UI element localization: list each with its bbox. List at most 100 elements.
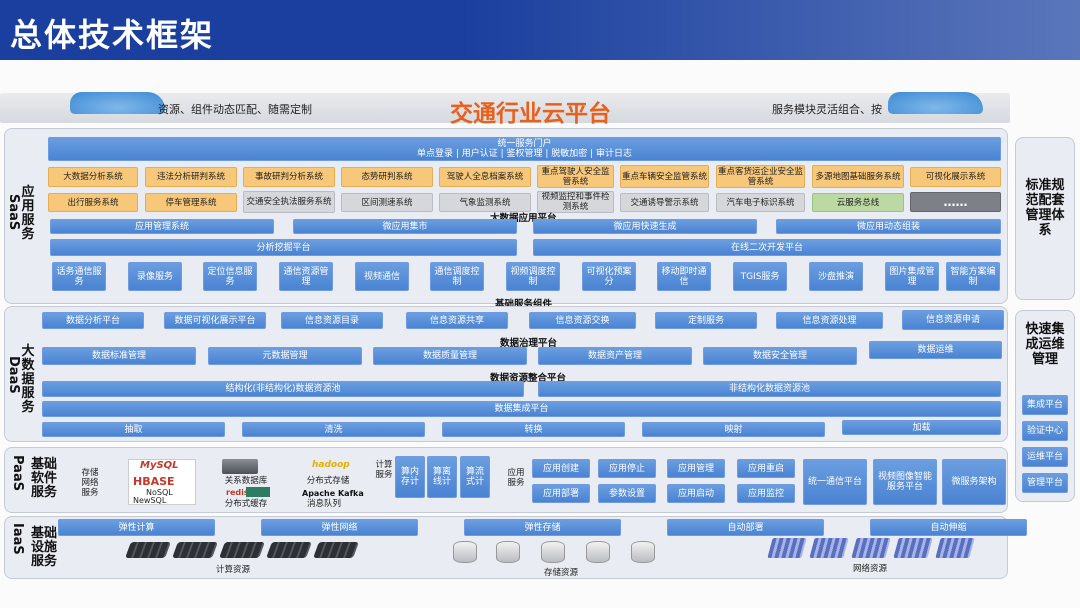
compute-engine: 算流式计 [460, 456, 490, 498]
newsql-logo: NewSQL [133, 496, 167, 505]
app-system: 云服务总线 [812, 193, 904, 212]
data-integration-platform: 数据集成平台 [42, 401, 1001, 417]
app-service-action: 应用监控 [737, 484, 795, 503]
base-service: 通信调度控制 [430, 262, 484, 291]
standards-title: 标准规范配套管理体系 [1025, 178, 1065, 238]
daas-layer-code: DaaS [6, 356, 21, 394]
app-system: 气象监测系统 [439, 193, 531, 212]
nosql-logo: NoSQL [146, 488, 173, 497]
portal-features: 单点登录 | 用户认证 | 鉴权管理 | 脱敏加密 | 审计日志 [416, 149, 633, 159]
app-system: 大数据分析系统 [48, 167, 138, 187]
ops-item: 运维平台 [1022, 447, 1068, 467]
data-service-module: 信息资源目录 [281, 312, 383, 329]
compute-service-label: 计算服务 [375, 460, 393, 480]
data-service-module: 数据分析平台 [42, 312, 144, 329]
integration-heading: 数据资源整合平台 [490, 373, 567, 384]
app-system: 交通安全执法服务系统 [243, 191, 335, 213]
page-title: 总体技术框架 [10, 16, 215, 54]
cloud-icon [70, 92, 165, 114]
kafka-logo: Apache Kafka [302, 489, 364, 498]
analysis-platform: 分析挖掘平台 [50, 239, 517, 256]
app-system: 区间测速系统 [341, 193, 433, 212]
banner-title: 交通行业云平台 [450, 101, 611, 127]
network-switch-icon [851, 538, 891, 558]
saas-layer-label: 应用服务 [21, 185, 35, 242]
bigdata-platform-heading: 大数据应用平台 [490, 213, 557, 224]
data-service-module: 信息资源交换 [529, 312, 636, 329]
governance-module: 数据标准管理 [42, 347, 196, 365]
platform-module: 应用管理系统 [50, 219, 274, 234]
data-service-module: 信息资源申请 [902, 310, 1004, 330]
network-resource-label: 网络资源 [852, 564, 887, 574]
portal-title: 统一服务门户 [497, 139, 552, 149]
storage-disk-icon [586, 541, 610, 563]
governance-module: 数据运维 [869, 341, 1002, 359]
banner-right-text: 服务模块灵活组合、按 [772, 103, 882, 116]
infra-capability: 弹性存储 [464, 519, 621, 536]
compute-engine: 算离线计 [427, 456, 457, 498]
etl-step: 清洗 [242, 422, 425, 437]
storage-disk-icon [541, 541, 565, 563]
dist-storage-label: 分布式存储 [306, 476, 350, 486]
ops-item: 验证中心 [1022, 421, 1068, 441]
etl-step: 映射 [642, 422, 825, 437]
storage-service-label: 存储网络服务 [81, 468, 99, 498]
infra-capability: 弹性计算 [58, 519, 215, 536]
base-service: 可视化预案分 [582, 262, 636, 291]
app-system: 违法分析研判系统 [145, 167, 237, 187]
database-logos-panel [128, 459, 196, 505]
paas-layer-label: 基础软件服务 [30, 457, 57, 500]
iaas-layer-label: 基础设施服务 [30, 526, 57, 569]
app-service-action: 应用重启 [737, 459, 795, 478]
infra-capability: 弹性网络 [261, 519, 418, 536]
base-service: TGIS服务 [733, 262, 787, 291]
app-system: 视频监控和事件检测系统 [537, 191, 614, 213]
unified-platform: 视频图像智能服务平台 [873, 459, 937, 505]
base-service: 录像服务 [128, 262, 182, 291]
etl-step: 转换 [442, 422, 625, 437]
server-icon [125, 542, 171, 558]
app-service-action: 应用创建 [532, 459, 590, 478]
network-switch-icon [767, 538, 807, 558]
app-system: 驾驶人全息档案系统 [439, 167, 531, 187]
app-system: 汽车电子标识系统 [716, 193, 805, 212]
unified-platform: 微服务架构 [942, 459, 1006, 505]
infra-capability: 自动伸缩 [870, 519, 1027, 536]
base-service: 移动即时通信 [657, 262, 711, 291]
cache-cluster-icon [246, 487, 270, 497]
server-icon [266, 542, 312, 558]
unstructured-data-pool: 非结构化数据资源池 [538, 381, 1001, 397]
online-dev-platform: 在线二次开发平台 [533, 239, 1001, 256]
data-service-module: 信息资源处理 [776, 312, 883, 329]
app-service-action: 应用启动 [667, 484, 725, 503]
ops-item: 管理平台 [1022, 473, 1068, 493]
header-bar [0, 0, 1080, 60]
hadoop-logo: hadoop [312, 460, 350, 470]
daas-layer-label: 大数据服务 [21, 344, 35, 415]
banner-left-text: 资源、组件动态匹配、随需定制 [158, 103, 312, 116]
redis-logo: redis [226, 488, 249, 497]
base-service: 视频通信 [355, 262, 409, 291]
etl-step: 加载 [842, 420, 1001, 435]
platform-module: 微应用快速生成 [533, 219, 757, 234]
iaas-layer-code: IaaS [10, 523, 25, 555]
rdb-label: 关系数据库 [224, 476, 268, 486]
base-service: 定位信息服务 [203, 262, 257, 291]
app-service-action: 应用部署 [532, 484, 590, 503]
server-icon [313, 542, 359, 558]
app-system: 态势研判系统 [341, 167, 433, 187]
base-service: 沙盘推演 [809, 262, 863, 291]
server-icon [172, 542, 218, 558]
data-service-module: 数据可视化展示平台 [164, 312, 266, 329]
platform-banner [0, 93, 1010, 123]
storage-resource-label: 存储资源 [543, 568, 578, 578]
more-apps-ellipsis: …… [910, 192, 1001, 212]
base-service: 图片集成管理 [885, 262, 939, 291]
unified-portal: 统一服务门户 单点登录 | 用户认证 | 鉴权管理 | 脱敏加密 | 审计日志 [48, 137, 1001, 161]
governance-heading: 数据治理平台 [500, 338, 558, 349]
app-system: 可视化展示系统 [910, 167, 1001, 187]
app-service-action: 应用管理 [667, 459, 725, 478]
paas-layer-code: PaaS [10, 455, 25, 492]
network-switch-icon [893, 538, 933, 558]
data-service-module: 信息资源共享 [406, 312, 508, 329]
